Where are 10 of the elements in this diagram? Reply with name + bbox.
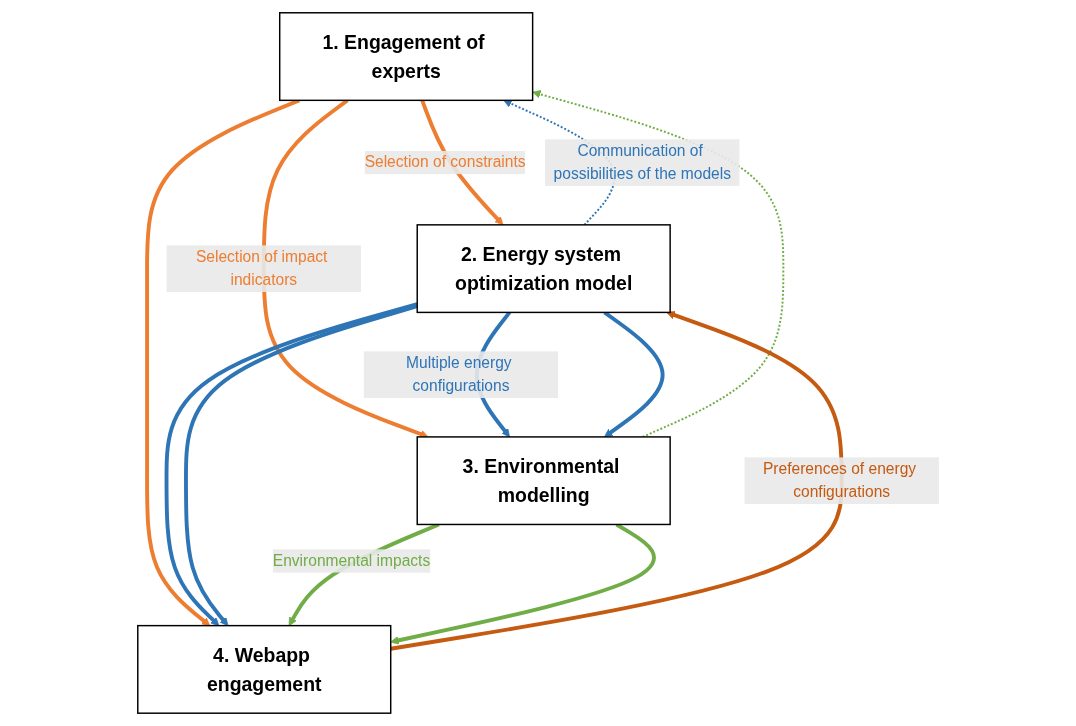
node-box: 1. Engagement of experts xyxy=(278,12,533,102)
edge-label: Environmental impacts xyxy=(272,552,430,569)
edge-label: Multiple energy configurations xyxy=(405,354,512,395)
node-box: 3. Environmental modelling xyxy=(416,436,671,526)
node-box: 2. Energy system optimization model xyxy=(416,224,671,314)
node-box: 4. Webapp engagement xyxy=(136,624,392,714)
edge-label: Selection of constraints xyxy=(364,153,526,171)
edge-label: Preferences of energy configurations xyxy=(762,460,916,501)
edge-label: Communication of possibilities of the models xyxy=(553,142,731,183)
edge-label: Selection of impact indicators xyxy=(195,248,328,289)
